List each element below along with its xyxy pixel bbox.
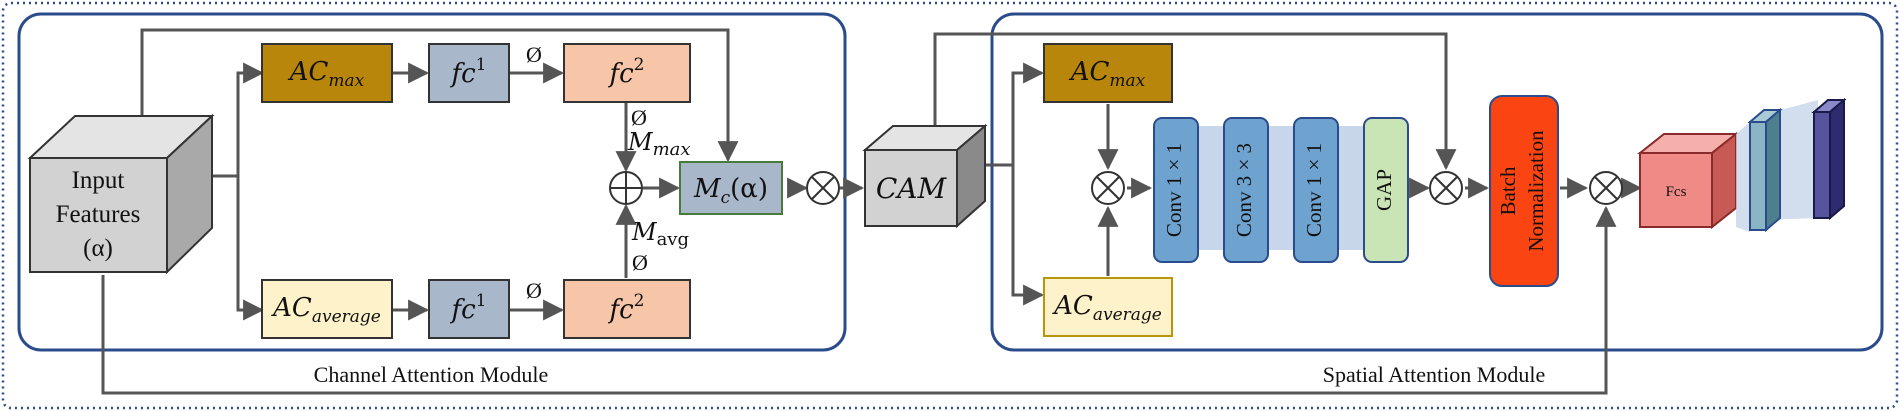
spatial-module-caption: Spatial Attention Module xyxy=(1323,362,1545,387)
conv-connector-3 xyxy=(1336,126,1364,250)
svg-text:Conv 3 × 3: Conv 3 × 3 xyxy=(1232,143,1256,237)
fcs-cube: Fcs xyxy=(1637,131,1739,230)
svg-text:fc1: fc1 xyxy=(449,291,486,325)
gap-node: GAP xyxy=(1363,117,1409,263)
conv-1x1-second: Conv 1 × 1 xyxy=(1293,117,1339,263)
phi-mid-top: Ø xyxy=(631,105,647,130)
spatial-multiply-operator-3-icon xyxy=(1589,171,1623,205)
cam-to-spatial-top-skip xyxy=(933,32,1457,171)
svg-text:ACaverage: ACaverage xyxy=(271,293,381,327)
spatial-acmax-node: ACmax xyxy=(1043,43,1173,103)
svg-text:ACaverage: ACaverage xyxy=(1052,291,1162,325)
input-line1: Input xyxy=(72,167,125,194)
svg-text:Conv 1 × 1: Conv 1 × 1 xyxy=(1302,143,1326,237)
channel-acmax-node: ACmax xyxy=(261,43,393,103)
spatial-acavg-node: ACaverage xyxy=(1043,277,1173,337)
channel-fc1-top-node: fc1 xyxy=(428,43,510,103)
fc-layer-teal xyxy=(1747,107,1783,233)
svg-text:Batch: Batch xyxy=(1496,166,1520,215)
m-avg-label: Mavg xyxy=(631,218,689,250)
cam-cube: CAM xyxy=(862,123,988,229)
svg-text:GAP: GAP xyxy=(1372,169,1396,211)
phi-bottom: Ø xyxy=(526,278,542,303)
channel-fc2-top-node: fc2 xyxy=(563,43,691,103)
spatial-multiply-operator-2-icon xyxy=(1429,171,1463,205)
conv-connector-1 xyxy=(1196,126,1224,250)
channel-acavg-node: ACaverage xyxy=(261,279,393,339)
input-line2: Features xyxy=(56,201,141,228)
branch-to-acavg xyxy=(236,176,265,321)
spatial-attention-module-box xyxy=(990,12,1884,352)
svg-text:Conv 1 × 1: Conv 1 × 1 xyxy=(1162,143,1186,237)
cam-label: CAM xyxy=(876,172,948,205)
batch-normalization-node: Batch Normalization xyxy=(1489,95,1559,287)
svg-text:Normalization: Normalization xyxy=(1524,130,1548,252)
fc-layer-purple xyxy=(1811,97,1847,221)
m-max-label: Mmax xyxy=(627,128,691,160)
conv-3x3: Conv 3 × 3 xyxy=(1223,117,1269,263)
input-line3: (α) xyxy=(83,235,113,262)
sum-operator-icon xyxy=(609,171,643,205)
branch-to-acmax-spatial xyxy=(1011,62,1045,165)
channel-module-caption: Channel Attention Module xyxy=(314,362,549,387)
channel-fc1-bottom-node: fc1 xyxy=(428,279,510,339)
conv-1x1-first: Conv 1 × 1 xyxy=(1153,117,1199,263)
svg-text:Mc(α): Mc(α) xyxy=(693,174,768,208)
skip-line-bottom xyxy=(101,205,1617,395)
svg-text:fc2: fc2 xyxy=(607,55,644,89)
svg-text:fc2: fc2 xyxy=(607,291,644,325)
phi-top: Ø xyxy=(526,42,542,67)
branch-to-acmax xyxy=(236,62,265,176)
svg-text:fc1: fc1 xyxy=(449,55,486,89)
fcs-to-layer-connector xyxy=(1736,122,1750,232)
svg-text:ACmax: ACmax xyxy=(288,57,365,91)
conv-connector-2 xyxy=(1266,126,1294,250)
phi-mid-bottom: Ø xyxy=(632,250,648,275)
fcs-label: Fcs xyxy=(1666,184,1687,200)
mc-node: Mc(α) xyxy=(679,161,783,215)
skip-line-top xyxy=(140,28,739,163)
svg-text:ACmax: ACmax xyxy=(1069,57,1146,91)
spatial-multiply-operator-icon xyxy=(1091,171,1125,205)
channel-fc2-bottom-node: fc2 xyxy=(563,279,691,339)
branch-to-acavg-spatial xyxy=(1011,165,1045,306)
multiply-operator-icon xyxy=(806,171,840,205)
input-features-cube: Input Features (α) xyxy=(27,113,215,275)
